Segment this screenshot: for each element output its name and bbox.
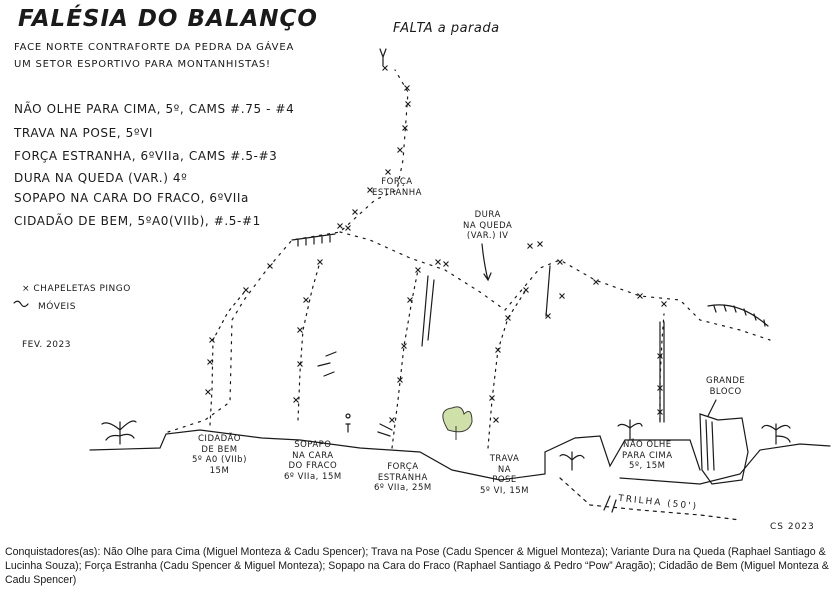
bolt-marker: [389, 417, 395, 423]
bolt-marker: [404, 85, 410, 91]
bolt-marker: [593, 279, 599, 285]
route-list-item: FORÇA ESTRANHA, 6ºVIIa, CAMS #.5-#3: [14, 149, 278, 163]
bolt-marker: [523, 287, 529, 293]
bolt-marker: [489, 395, 495, 401]
plant-icon: [101, 419, 791, 513]
route-list-item: DURA NA QUEDA (VAR.) 4º: [14, 171, 188, 185]
bolt-marker: [385, 169, 391, 175]
bolt-marker: [407, 297, 413, 303]
rock-crest-left: [167, 69, 409, 433]
bolt-marker: [303, 297, 309, 303]
bolt-marker: [405, 101, 411, 107]
bolt-marker: [545, 313, 551, 319]
climber-icon: [345, 413, 351, 433]
bolt-marker: [352, 209, 358, 215]
route-trava-line: [487, 289, 527, 449]
bolt-marker: [397, 377, 403, 383]
bolt-marker: [657, 409, 663, 415]
bolt-marker: [537, 241, 543, 247]
bolt-marker: [435, 259, 441, 265]
route-list-item: CIDADÃO DE BEM, 5ºA0(VIIb), #.5-#1: [14, 214, 261, 228]
bolt-marker: [637, 293, 643, 299]
bolt-marker: [345, 225, 351, 231]
bolt-marker: [243, 287, 249, 293]
bolt-marker: [657, 385, 663, 391]
route-list-item: NÃO OLHE PARA CIMA, 5º, CAMS #.75 - #4: [14, 102, 295, 116]
bolt-marker: [293, 397, 299, 403]
ground-line: [89, 429, 701, 481]
route-sopapo-line: [297, 261, 321, 421]
bolt-marker: [297, 361, 303, 367]
bolt-marker: [495, 347, 501, 353]
bolt-marker: [207, 359, 213, 365]
credits-text: Conquistadores(as): Não Olhe para Cima (…: [5, 546, 829, 586]
route-nao-olhe-line: [659, 313, 665, 421]
bolt-marker: [505, 315, 511, 321]
bolt-marker: [443, 261, 449, 267]
bolt-marker: [337, 223, 343, 229]
bolt-marker: [661, 301, 667, 307]
bolt-marker: [557, 259, 563, 265]
bolt-marker: [559, 293, 565, 299]
legend-bolts: × CHAPELETAS PINGO: [22, 284, 131, 294]
bolt-marker: [401, 343, 407, 349]
bolt-marker: [317, 259, 323, 265]
boulder: [699, 413, 749, 485]
topo-title: FALÉSIA DO BALANÇO: [18, 6, 318, 32]
artist-signature: CS 2023: [770, 522, 815, 532]
bolt-marker: [527, 243, 533, 249]
bolt-marker: [209, 337, 215, 343]
route-cidadao-line: [209, 289, 247, 426]
trail-line: [559, 477, 741, 521]
anchor-icon: [379, 48, 387, 66]
bolt-marker: [657, 353, 663, 359]
legend-gear: MÓVEIS: [38, 302, 76, 312]
bolt-marker: [382, 65, 388, 71]
rock-crest-right: [339, 231, 771, 341]
bolt-marker: [205, 389, 211, 395]
gear-icon: [13, 300, 29, 308]
bolt-marker: [297, 327, 303, 333]
route-forca-line: [391, 269, 419, 449]
bolt-marker: [367, 187, 373, 193]
highlighted-plant-icon: [442, 406, 473, 440]
bolt-marker: [397, 147, 403, 153]
bolt-marker: [493, 417, 499, 423]
subtitle-line-2: UM SETOR ESPORTIVO PARA MONTANHISTAS!: [14, 59, 271, 70]
missing-anchor-note: FALTA a parada: [393, 21, 500, 36]
bolt-marker: [267, 263, 273, 269]
bolt-marker: [415, 267, 421, 273]
route-list-item: SOPAPO NA CARA DO FRACO, 6ºVIIa: [14, 191, 249, 205]
subtitle-line-1: FACE NORTE CONTRAFORTE DA PEDRA DA GÁVEA: [14, 42, 295, 53]
route-list-item: TRAVA NA POSE, 5ºVI: [14, 126, 154, 140]
bolt-marker: [402, 125, 408, 131]
topo-date: FEV. 2023: [22, 340, 71, 350]
